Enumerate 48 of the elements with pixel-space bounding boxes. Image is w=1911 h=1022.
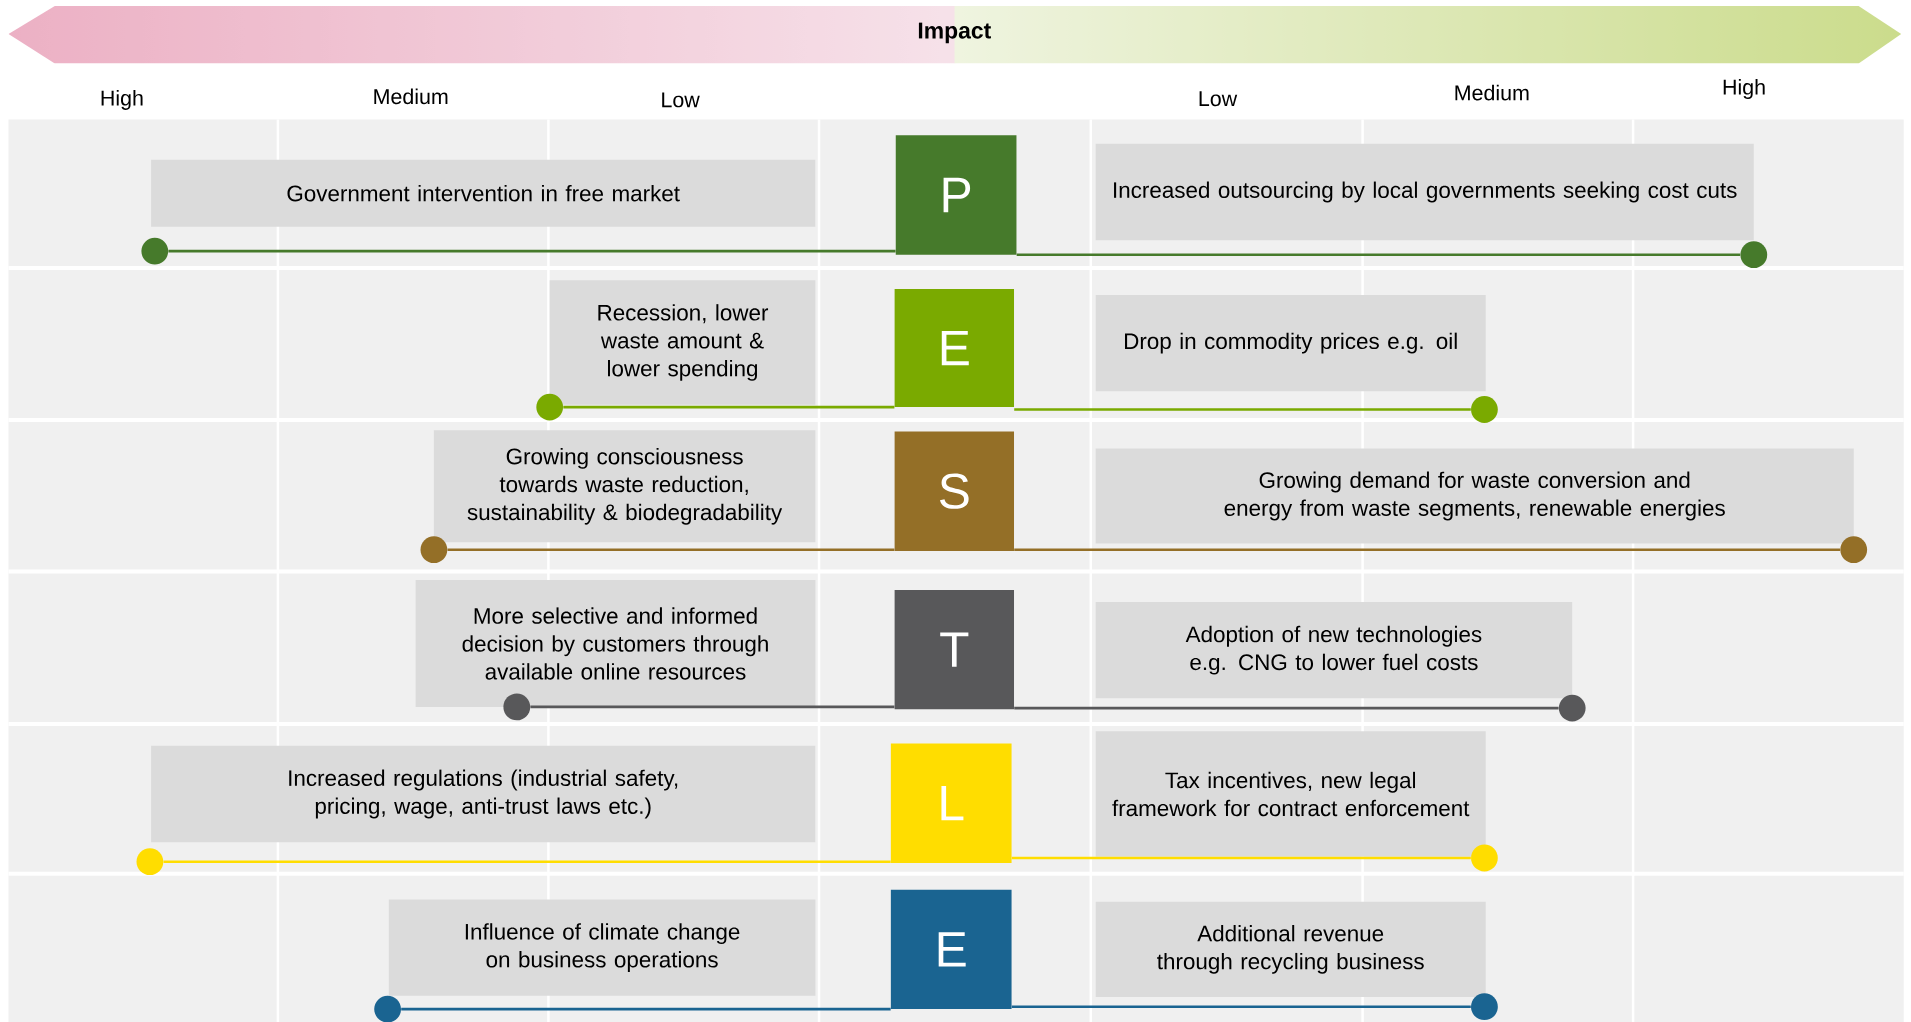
- factor-box: Recession, lower waste amount & lower spending: [549, 280, 816, 405]
- factor-box: Government intervention in free market: [151, 159, 816, 227]
- factor-box: Influence of climate change on business operations: [388, 899, 816, 996]
- connector-line: [1014, 408, 1471, 411]
- end-dot: [1558, 694, 1586, 722]
- end-dot: [503, 693, 531, 721]
- scale-label: Low: [1199, 91, 1238, 107]
- end-dot: [420, 536, 448, 564]
- factor-box: Growing demand for waste conversion and energy from waste segments, renewable energies: [1095, 448, 1854, 544]
- connector-line: [163, 860, 891, 863]
- end-dot: [1471, 844, 1498, 872]
- connector-line: [1014, 706, 1559, 710]
- connector-line: [401, 1007, 891, 1011]
- end-dot: [1840, 536, 1868, 564]
- scale-label: High: [101, 89, 143, 110]
- end-dot: [1471, 396, 1498, 423]
- connector-line: [1011, 1005, 1471, 1008]
- factor-box: Tax incentives, new legal framework for contract enforcement: [1095, 731, 1486, 857]
- letter-box: E: [890, 889, 1012, 1010]
- letter-box: L: [890, 743, 1012, 863]
- letter-box: P: [895, 135, 1017, 255]
- letter-box: S: [894, 431, 1014, 551]
- end-dot: [136, 848, 164, 876]
- letter-box: E: [894, 288, 1014, 408]
- connector-line: [530, 705, 895, 709]
- axis-title: Impact: [918, 22, 991, 44]
- factor-box: Growing consciousness towards waste reduction, sustainability & biodegradability: [433, 430, 816, 543]
- end-dot: [1740, 241, 1768, 269]
- end-dot: [536, 393, 564, 421]
- connector-line: [1016, 253, 1741, 256]
- factor-box: Drop in commodity prices e.g. oil: [1095, 294, 1486, 392]
- scale-label: Medium: [1455, 84, 1529, 101]
- factor-box: More selective and informed decision by customers through available online resources: [415, 580, 816, 707]
- connector-line: [563, 405, 895, 409]
- factor-box: Adoption of new technologies e.g. CNG to lower fuel costs: [1095, 602, 1573, 699]
- factor-box: Increased regulations (industrial safety, pricing, wage, anti-trust laws etc.): [151, 745, 816, 843]
- connector-line: [168, 249, 896, 253]
- scale-label: Low: [662, 92, 700, 108]
- scale-label: Medium: [374, 88, 448, 105]
- letter-box: T: [894, 589, 1014, 710]
- end-dot: [1471, 993, 1498, 1021]
- scale-label: High: [1723, 79, 1765, 99]
- end-dot: [141, 237, 169, 265]
- connector-line: [1014, 548, 1841, 551]
- connector-line: [1011, 856, 1471, 860]
- factor-box: Increased outsourcing by local governments seeking cost cuts: [1095, 143, 1754, 241]
- factor-box: Additional revenue through recycling business: [1095, 901, 1486, 997]
- connector-line: [447, 548, 895, 551]
